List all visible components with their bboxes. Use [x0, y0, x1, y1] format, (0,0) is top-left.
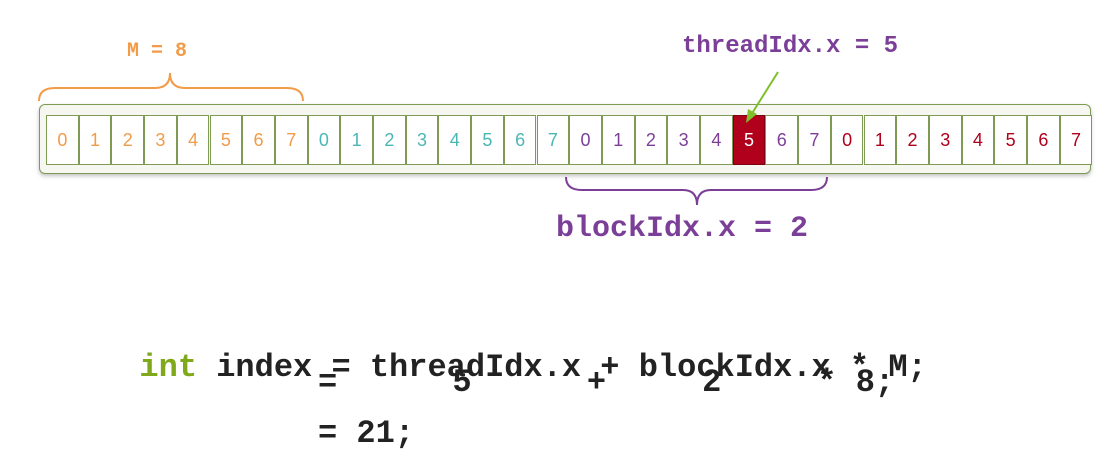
thread-cell: 6: [1027, 115, 1060, 165]
thread-cell: 3: [405, 115, 439, 165]
code-keyword: int: [139, 349, 198, 386]
thread-cell: 3: [144, 115, 177, 165]
thread-cell: 4: [700, 115, 733, 165]
thread-cell: 4: [438, 115, 472, 165]
thread-cell: 5: [471, 115, 504, 165]
block-index-label: blockIdx.x = 2: [556, 212, 809, 246]
thread-cell: 0: [307, 115, 341, 165]
code-line-1-rest: index = threadIdx.x + blockIdx.x * M;: [197, 349, 927, 386]
thread-cell: 1: [340, 115, 373, 165]
thread-arrow-head: [746, 109, 757, 123]
thread-cell: 3: [928, 115, 962, 165]
thread-cell: 7: [536, 115, 570, 165]
thread-cell: 6: [242, 115, 275, 165]
thread-cell: 4: [176, 115, 210, 165]
thread-cell: 1: [601, 115, 635, 165]
code-line-1: int index = threadIdx.x + blockIdx.x * M…: [101, 312, 927, 386]
thread-cell: 6: [503, 115, 537, 165]
thread-cell: 1: [863, 115, 897, 165]
thread-cell: 0: [46, 115, 79, 165]
thread-cell: 6: [765, 115, 799, 165]
block-size-brace: [38, 72, 304, 102]
thread-cell: 7: [798, 115, 831, 165]
thread-cell: 2: [634, 115, 668, 165]
thread-cell: 2: [373, 115, 406, 165]
code-line-2: = 5 + 2 * 8;: [318, 364, 895, 401]
thread-cell: 1: [78, 115, 112, 165]
thread-cell: 2: [111, 115, 145, 165]
thread-cell: 5: [994, 115, 1027, 165]
thread-cell: 3: [667, 115, 700, 165]
block-size-label: M = 8: [127, 40, 188, 63]
thread-cell: 0: [830, 115, 864, 165]
thread-cell: 7: [274, 115, 308, 165]
thread-index-label: threadIdx.x = 5: [682, 33, 899, 60]
thread-cell: 5: [209, 115, 243, 165]
highlighted-thread-cell: 5: [732, 115, 766, 165]
thread-arrow-line: [750, 71, 779, 116]
thread-cell: 7: [1059, 115, 1093, 165]
thread-cell: 2: [896, 115, 929, 165]
thread-cell: 4: [961, 115, 995, 165]
thread-cell: 0: [569, 115, 602, 165]
code-line-3: = 21;: [318, 415, 415, 452]
block-index-brace: [565, 176, 828, 206]
